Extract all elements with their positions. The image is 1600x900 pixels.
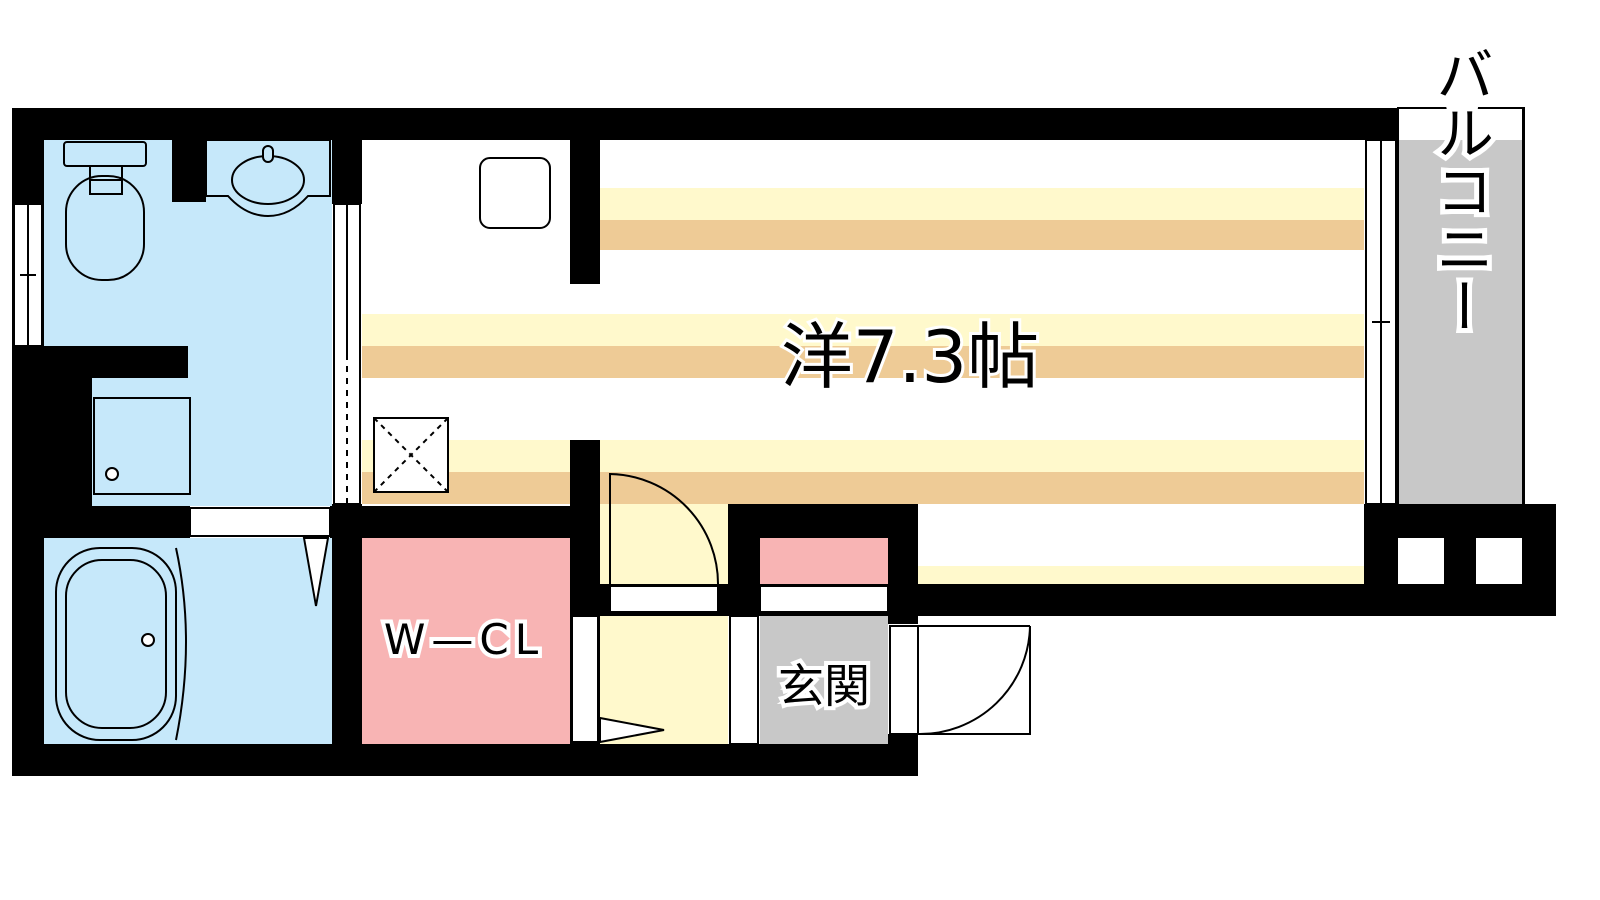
closet-area [362, 538, 570, 744]
western-room-label: 洋7.3帖 [781, 315, 1040, 399]
sink-icon [479, 157, 551, 229]
entrance-label: 玄関 [778, 659, 870, 713]
labels: 洋7.3帖 W—CL 玄関 バルコニー [380, 40, 1499, 717]
fixtures [55, 139, 551, 741]
toilet-icon [63, 141, 147, 281]
hallway-door[interactable] [729, 615, 759, 745]
closet-door [571, 615, 599, 743]
windows [13, 139, 1397, 744]
balcony-area [1398, 140, 1522, 504]
room-fills [44, 140, 1522, 744]
washer-space-icon [373, 417, 449, 493]
doors [609, 472, 1031, 745]
shoe-cabinet-door[interactable] [759, 585, 889, 613]
wash-basin-icon [205, 139, 331, 218]
shower-drain-icon [93, 397, 191, 495]
bathtub-icon [55, 547, 187, 741]
shoe-cabinet [760, 538, 888, 584]
closet-label: W—CL [384, 615, 544, 664]
outdoor-unit-right [1476, 538, 1522, 584]
balcony-label: バルコニー [1426, 45, 1494, 335]
bath-door [189, 507, 331, 537]
entrance-floor [760, 614, 888, 744]
outdoor-unit-left [1398, 538, 1444, 584]
balcony-frame [1397, 107, 1525, 584]
room-door[interactable] [609, 472, 720, 613]
entrance-door[interactable] [889, 625, 1031, 736]
